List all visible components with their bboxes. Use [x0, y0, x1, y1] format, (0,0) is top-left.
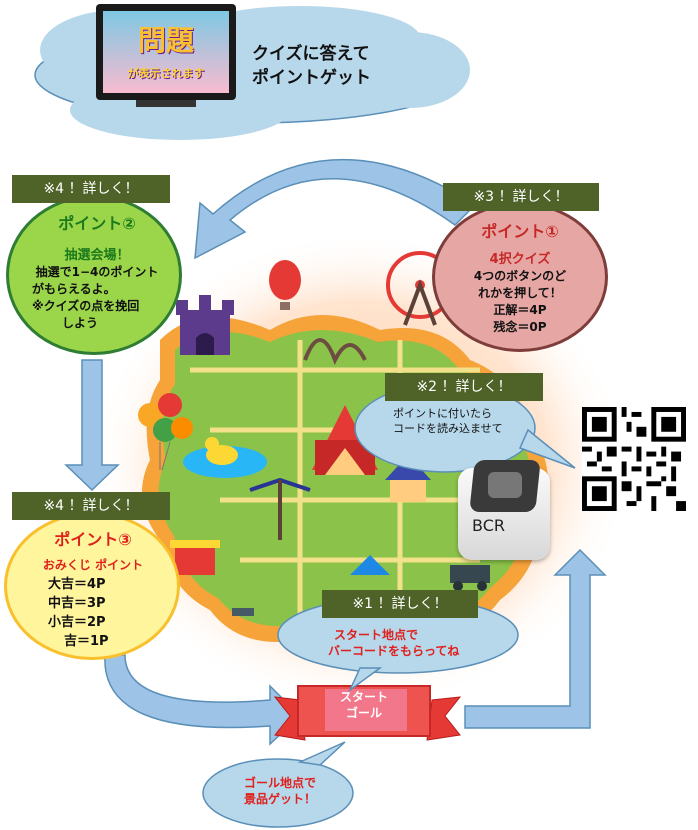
note2-content: ポイントに付いたら コードを読み込ませて [393, 406, 543, 436]
tv-screen: 問題 が表示されます [103, 11, 229, 93]
goal-content: ゴール地点で 景品ゲット！ [230, 775, 330, 807]
note2-line2: コードを読み込ませて [393, 422, 503, 435]
point3-line3: 小吉＝2P [48, 615, 106, 630]
point2-line2: がもらえるよ。 [32, 282, 116, 296]
qr-code [582, 407, 686, 511]
point2-header[interactable]: ※4 ！詳しく！ [12, 175, 170, 203]
point1-line4: 残念＝0P [493, 320, 547, 334]
point1-header[interactable]: ※3 ！詳しく！ [443, 183, 599, 211]
point1-line3: 正解＝4P [493, 303, 547, 317]
tv-stand [136, 100, 196, 107]
point1-subtitle: 4択クイズ [489, 252, 551, 267]
banner-text: スタート ゴール [300, 689, 428, 721]
point2-line4: しよう [62, 316, 99, 330]
quiz-tv: 問題 が表示されます [96, 4, 236, 107]
tv-subtitle: が表示されます [127, 67, 205, 80]
point3-line4: 吉＝1P [64, 634, 109, 649]
note1-content: スタート地点で バーコードをもらってね [328, 627, 478, 659]
start-goal-banner [273, 685, 462, 741]
note1-header[interactable]: ※1 ！詳しく！ [322, 590, 478, 618]
goal-line2: 景品ゲット！ [243, 792, 316, 806]
goal-line1: ゴール地点で [243, 776, 316, 790]
point2-content: ポイント② 抽選会場！ 抽選で1−4のポイント がもらえるよ。 ※クイズの点を挽… [22, 210, 172, 331]
point2-subtitle: 抽選会場！ [64, 248, 130, 263]
bcr-label: BCR [472, 516, 505, 535]
note2-header[interactable]: ※2 ！詳しく！ [385, 373, 543, 401]
point3-content: ポイント③ おみくじ ポイント 大吉＝4P 中吉＝3P 小吉＝2P 吉＝1P [18, 526, 168, 649]
point3-header[interactable]: ※4 ！詳しく！ [12, 492, 170, 520]
point1-title: ポイント① [481, 222, 559, 241]
bcr-scanner: BCR [458, 460, 550, 560]
point1-content: ポイント① 4択クイズ 4つのボタンのど れかを押して！ 正解＝4P 残念＝0P [445, 218, 595, 335]
point1-line2: れかを押して！ [478, 286, 562, 300]
point3-line1: 大吉＝4P [48, 577, 106, 592]
point3-title: ポイント③ [54, 530, 132, 549]
bcr-lens [488, 472, 522, 498]
note2-line1: ポイントに付いたら [393, 407, 492, 420]
point3-subtitle: おみくじ ポイント [42, 558, 144, 572]
quiz-caption-line2: ポイントゲット [252, 68, 371, 88]
tv-title: 問題 [137, 24, 194, 57]
point3-line2: 中吉＝3P [48, 596, 106, 611]
point2-line1: 抽選で1−4のポイント [35, 265, 159, 279]
point2-line3: ※クイズの点を挽回 [32, 299, 140, 313]
banner-goal: ゴール [345, 706, 382, 720]
note1-line1: スタート地点で [334, 628, 419, 642]
quiz-caption: クイズに答えて ポイントゲット [252, 42, 371, 90]
point2-title: ポイント② [58, 214, 136, 233]
note1-line2: バーコードをもらってね [328, 644, 460, 658]
quiz-caption-line1: クイズに答えて [252, 44, 370, 64]
point1-line1: 4つのボタンのど [473, 269, 567, 283]
banner-start: スタート [339, 690, 388, 704]
